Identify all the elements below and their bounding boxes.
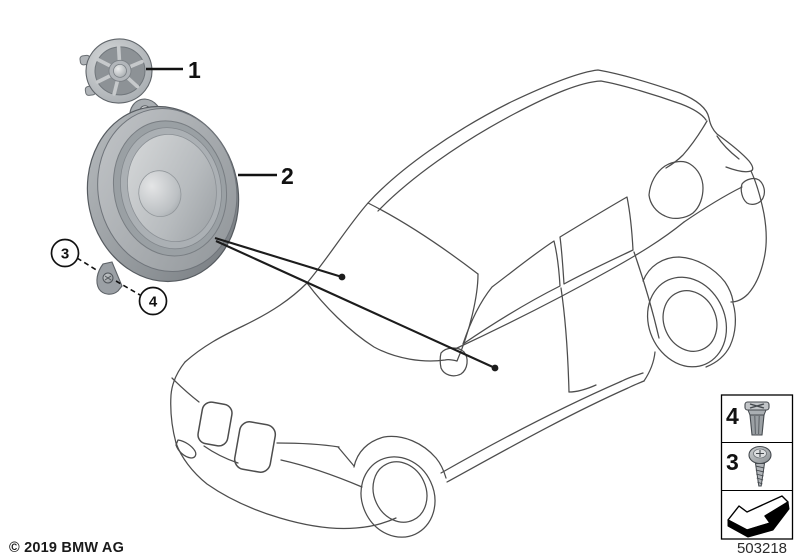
car-windshield-right: [456, 273, 479, 362]
front-wheel-inner: [372, 461, 428, 523]
pointer-line-windshield: [214, 236, 343, 279]
car-apron-corner: [175, 439, 197, 459]
car-headlight-line: [276, 442, 340, 448]
pointer-dot-windshield: [338, 273, 346, 281]
direction-arrow-icon: [727, 495, 790, 538]
car-rocker-rear: [643, 351, 656, 382]
car-taillight: [740, 178, 765, 205]
callout-leader-3: [76, 257, 99, 272]
car-front-window: [462, 240, 561, 345]
callout-3-label[interactable]: 3: [61, 246, 69, 263]
callouts: 1 2 3 4: [50, 57, 294, 316]
car-front-edge: [170, 361, 186, 444]
car-rear-door-seam: [633, 251, 660, 339]
pointer-line-door: [215, 240, 496, 369]
car-bumper-lip: [175, 442, 397, 530]
car-illustration: [170, 69, 767, 538]
woofer-tab-screw-slot: [104, 275, 112, 281]
car-bpillar-seam: [560, 287, 570, 393]
car-silhouette: [184, 69, 754, 363]
car-mirror: [439, 347, 468, 377]
car-door-bottom: [568, 384, 597, 393]
callout-4-circle[interactable]: [138, 286, 168, 316]
car-quarter-window: [648, 160, 704, 220]
legend-item-4-label[interactable]: 4: [726, 403, 739, 429]
kidney-grille-right: [233, 421, 277, 473]
callout-4-label[interactable]: 4: [149, 294, 158, 311]
car-rear-arch: [642, 256, 734, 302]
copyright-text: © 2019 BMW AG: [9, 540, 125, 556]
car-spoiler-inner: [716, 135, 740, 160]
pointer-dot-door: [491, 364, 499, 372]
tapping-screw-icon: [748, 445, 772, 487]
car-windshield: [367, 202, 479, 275]
car-cowl: [306, 282, 458, 362]
woofer-illustration: [86, 98, 240, 295]
rear-wheel: [646, 276, 728, 368]
legend-item-3-label[interactable]: 3: [726, 449, 739, 475]
diagram-number: 503218: [737, 540, 787, 557]
legend-box: 4 3: [720, 394, 794, 540]
front-wheel: [360, 456, 436, 538]
expanding-rivet-icon: [744, 401, 770, 436]
car-fender-line: [171, 377, 200, 403]
callout-leader-4: [115, 280, 141, 296]
car-front-arch: [353, 435, 447, 479]
woofer-dust-cap: [138, 170, 182, 217]
car-rocker-bottom: [446, 380, 645, 483]
car-roof-rail: [377, 80, 707, 212]
callout-2-label[interactable]: 2: [281, 163, 294, 189]
car-dpillar: [665, 120, 708, 169]
callout-1-label[interactable]: 1: [188, 57, 201, 83]
car-rear-lower: [705, 302, 737, 368]
car-beltline-rear: [683, 186, 743, 223]
car-front-arch-lead: [337, 446, 355, 467]
callout-3-circle[interactable]: [50, 238, 80, 268]
tweeter-illustration: [79, 38, 153, 104]
tweeter-dome: [113, 63, 127, 78]
car-bumper-crease: [280, 459, 363, 488]
car-rear-edge: [730, 170, 767, 303]
kidney-grille-left: [197, 401, 233, 447]
car-rocker-top: [440, 372, 644, 474]
pointer-lines: [214, 236, 499, 372]
car-beltline: [454, 221, 685, 350]
car-rear-window: [559, 196, 634, 285]
car-bumper-inner: [203, 445, 239, 464]
rear-wheel-inner: [662, 290, 718, 352]
